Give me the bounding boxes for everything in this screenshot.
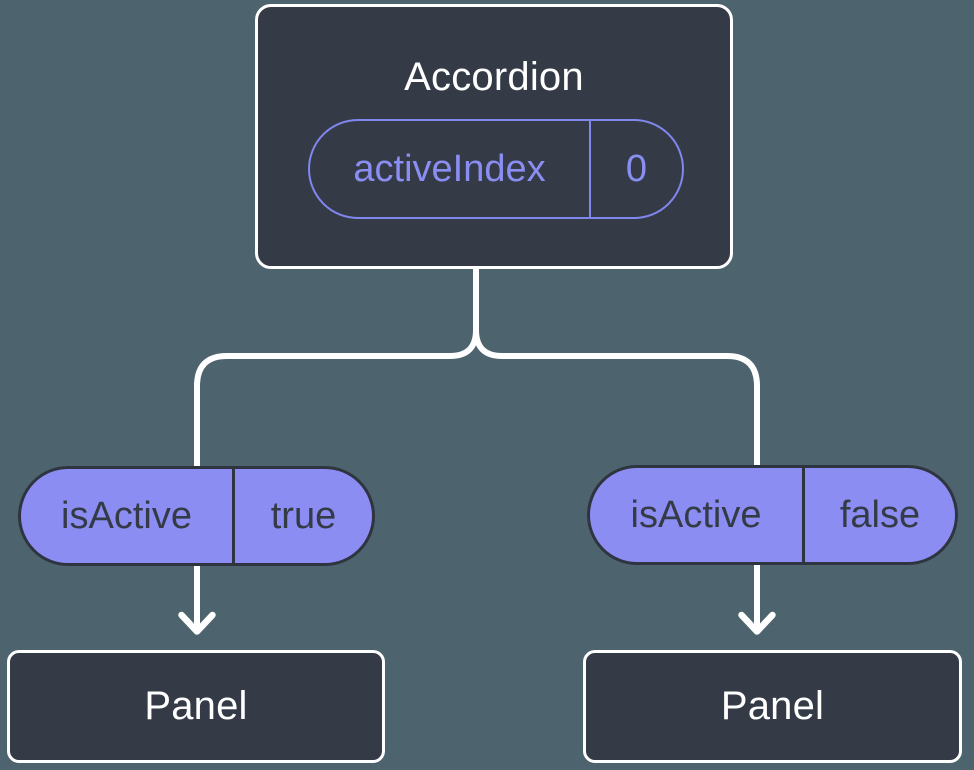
prop-name-left: isActive (61, 494, 192, 537)
panel-node-right: Panel (583, 650, 962, 763)
pill-divider (232, 469, 235, 563)
state-pill: activeIndex 0 (308, 119, 684, 219)
prop-pill-right: isActive false (587, 465, 958, 565)
state-value: 0 (625, 147, 648, 190)
pill-divider (802, 468, 805, 562)
left-arrowhead-icon (178, 611, 216, 635)
panel-node-right-title: Panel (720, 684, 825, 728)
prop-value-right: false (839, 493, 921, 536)
prop-pill-left: isActive true (18, 466, 375, 566)
pill-divider (589, 121, 591, 217)
accordion-node-title: Accordion (404, 54, 584, 99)
branch-connector-right (473, 265, 760, 630)
panel-node-left: Panel (7, 650, 385, 763)
panel-node-left-title: Panel (144, 684, 248, 728)
branch-connector-left (194, 265, 479, 630)
state-name: activeIndex (353, 147, 546, 190)
prop-name-right: isActive (630, 493, 762, 536)
prop-value-left: true (270, 494, 337, 537)
accordion-node: Accordion activeIndex 0 (255, 4, 733, 269)
right-arrowhead-icon (738, 611, 776, 635)
